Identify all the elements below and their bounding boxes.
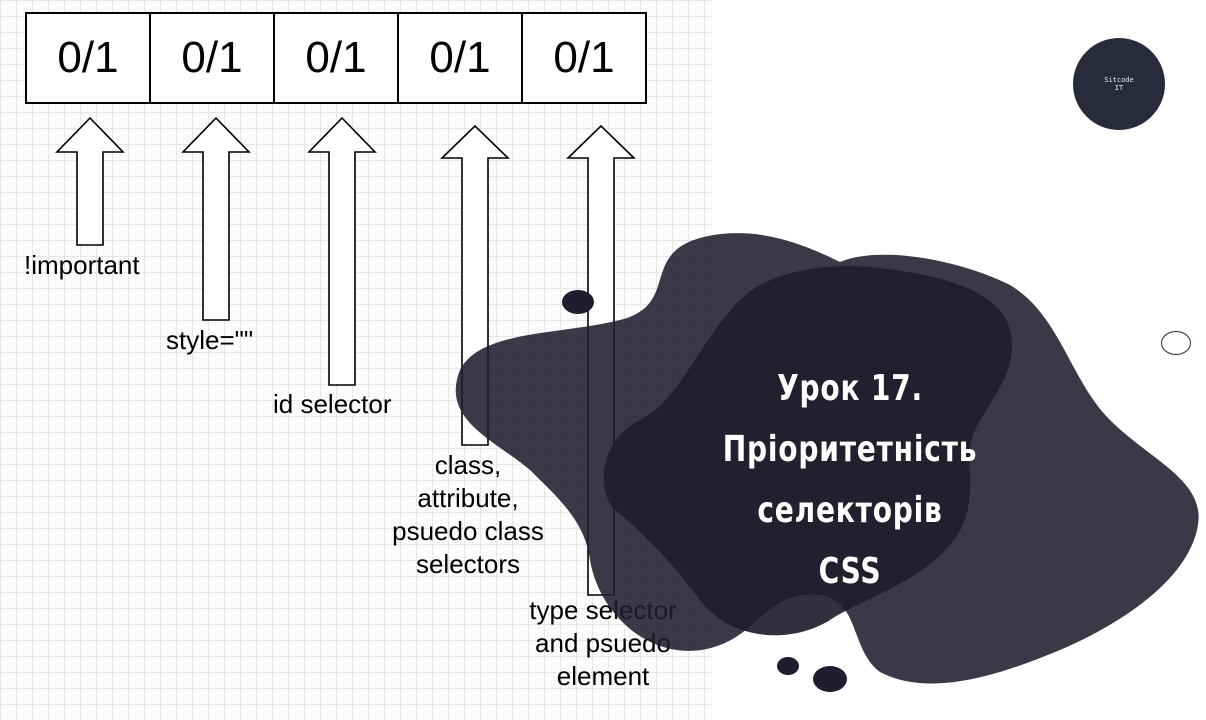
logo-line1: Sitcode: [1104, 76, 1134, 84]
label-class-line3: psuedo class: [392, 516, 544, 546]
arrow-important: [55, 116, 125, 246]
arrow-style: [181, 116, 251, 321]
label-class-line2: attribute,: [417, 483, 519, 513]
title-line2: Пріоритетність селекторів: [722, 429, 978, 531]
cell-id: 0/1: [273, 12, 399, 104]
blob-dot: [777, 657, 799, 675]
blob-dot: [562, 290, 594, 314]
decorative-ring: [1161, 331, 1191, 355]
specificity-cells: 0/1 0/1 0/1 0/1 0/1: [25, 12, 647, 104]
brand-logo: Sitcode IT: [1073, 38, 1165, 130]
label-type-line3: element: [556, 661, 650, 691]
label-id-selector: id selector: [273, 389, 392, 419]
label-class-line1: class,: [434, 450, 502, 480]
blob-dot: [813, 666, 847, 692]
logo-line2: IT: [1114, 84, 1124, 92]
cell-important: 0/1: [25, 12, 151, 104]
title-line1: Урок 17.: [777, 368, 923, 409]
title-line3: CSS: [818, 551, 882, 592]
label-important: !important: [24, 250, 140, 280]
cell-style: 0/1: [149, 12, 275, 104]
arrow-class: [440, 124, 510, 446]
cell-type: 0/1: [521, 12, 647, 104]
label-class-line4: selectors: [415, 549, 521, 579]
lesson-title: Урок 17. Пріоритетність селекторів CSS: [647, 358, 1053, 602]
arrow-id: [307, 116, 377, 386]
blob-front: [603, 266, 1012, 636]
label-class-selectors: class, attribute, psuedo class selectors: [378, 449, 558, 581]
label-style: style="": [166, 325, 254, 355]
cell-class: 0/1: [397, 12, 523, 104]
